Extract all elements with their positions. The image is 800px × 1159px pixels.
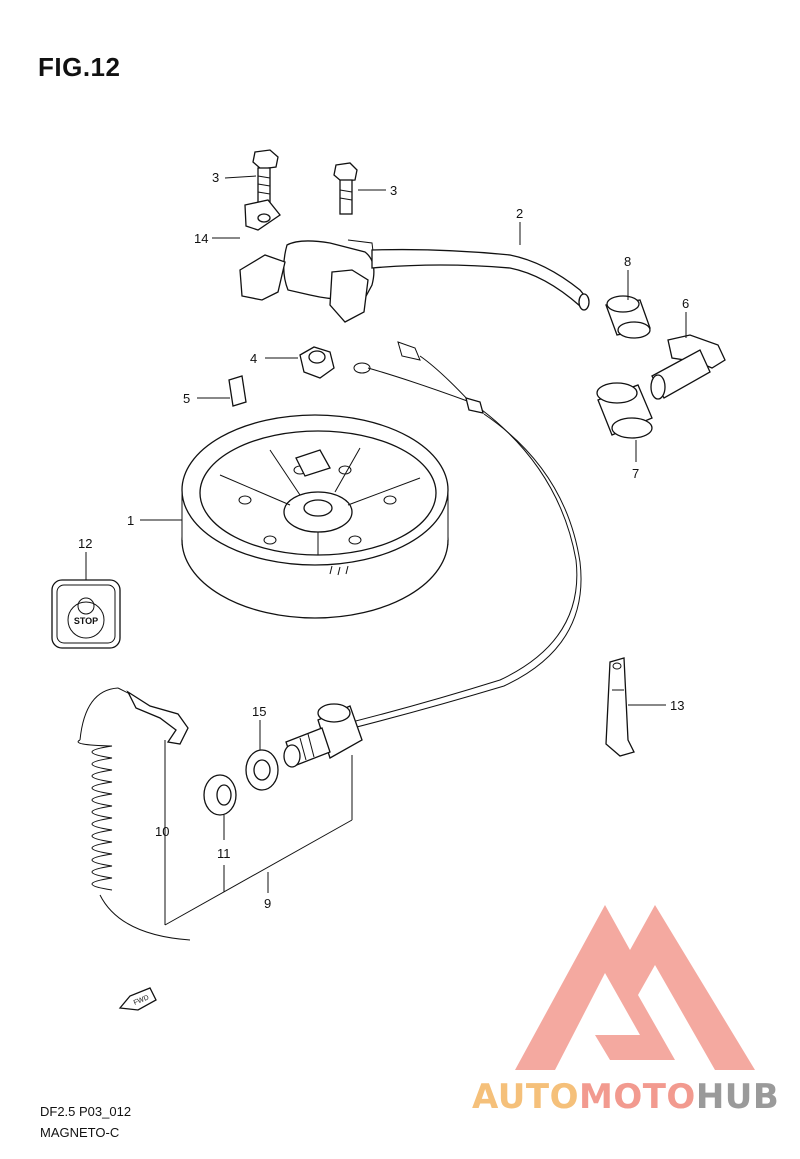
callout-4: 4 — [250, 351, 257, 366]
watermark-wordmark: AUTOMOTOHUB — [472, 1077, 779, 1117]
wire-clamp — [605, 657, 635, 757]
stop-plate-text: STOP — [74, 616, 98, 626]
stop-switch — [283, 703, 363, 768]
flywheel — [181, 414, 449, 619]
flywheel-nut — [299, 346, 335, 379]
fwd-direction-icon — [118, 987, 157, 1011]
rubber-boot — [596, 382, 653, 439]
callout-labels: 3 3 14 2 4 5 8 6 7 1 12 13 15 10 11 9 — [78, 170, 689, 911]
callout-7: 7 — [632, 466, 639, 481]
leader-lines — [85, 175, 687, 926]
callout-9: 9 — [264, 896, 271, 911]
callout-3-right: 3 — [390, 183, 397, 198]
diagram-code: DF2.5 P03_012 — [40, 1104, 132, 1119]
stop-plate — [51, 579, 121, 649]
diagram-name: MAGNETO-C — [40, 1125, 120, 1140]
callout-10: 10 — [155, 824, 169, 839]
callout-6: 6 — [682, 296, 689, 311]
callout-5: 5 — [183, 391, 190, 406]
callout-2: 2 — [516, 206, 523, 221]
figure-title: FIG.12 — [38, 52, 121, 82]
callout-8: 8 — [624, 254, 631, 269]
washer — [245, 749, 279, 791]
watermark-logo-icon — [515, 905, 755, 1070]
watermark-word-auto: AUTO — [472, 1077, 579, 1117]
cord-cap — [605, 295, 651, 339]
stop-switch-nut — [203, 774, 237, 816]
callout-3-left: 3 — [212, 170, 219, 185]
ignition-coil — [239, 199, 590, 323]
bolt-right — [333, 162, 358, 215]
callout-15: 15 — [252, 704, 266, 719]
callout-11: 11 — [217, 846, 231, 861]
bolt-left — [252, 149, 279, 205]
callout-12: 12 — [78, 536, 92, 551]
watermark-word-hub: HUB — [695, 1077, 780, 1117]
stop-switch-wire — [339, 341, 582, 731]
callout-13: 13 — [670, 698, 684, 713]
watermark-word-moto: MOTO — [578, 1077, 696, 1117]
callout-14: 14 — [194, 231, 208, 246]
woodruff-key — [228, 375, 247, 407]
spark-plug-cap — [650, 334, 726, 400]
callout-1: 1 — [127, 513, 134, 528]
lanyard-cord — [77, 687, 191, 941]
